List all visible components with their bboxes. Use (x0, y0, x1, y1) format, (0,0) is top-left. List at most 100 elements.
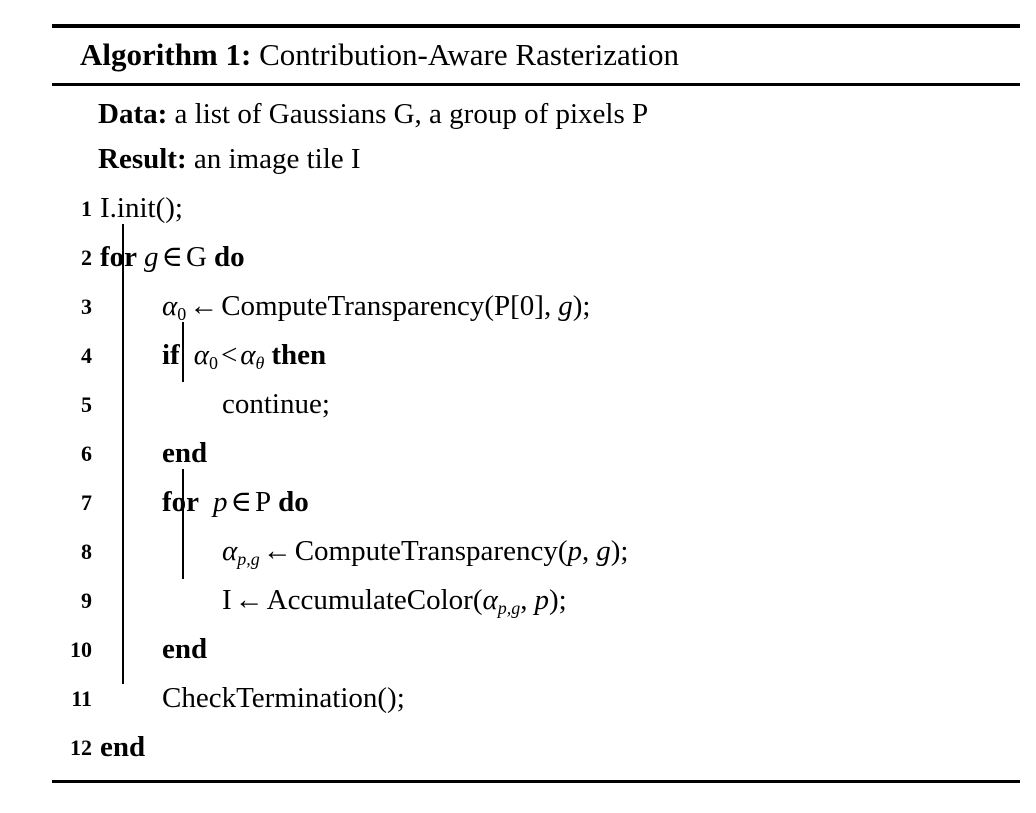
variable-p: p (213, 486, 228, 518)
io-value-result: an image tile I (193, 143, 361, 175)
keyword-end: end (162, 633, 208, 665)
io-line-data: Data: a list of Gaussians G, a group of … (52, 92, 1020, 137)
keyword-if: if (162, 339, 180, 371)
indent-guide-for-body (182, 469, 184, 579)
paren-close: ) (610, 535, 621, 567)
code-statement-end-inner-for: end (162, 625, 207, 674)
argument-g: g (596, 535, 611, 567)
code-row: 3 α0←ComputeTransparency(P[0],g); (52, 282, 1020, 331)
keyword-then: then (271, 339, 327, 371)
paren-open: ( (472, 584, 483, 616)
subscript-pg: p,g (237, 549, 260, 570)
set-P: P (255, 486, 272, 518)
argument-p0: P[0] (494, 290, 544, 322)
paren-open: ( (557, 535, 568, 567)
keyword-end: end (162, 437, 208, 469)
semicolon: ; (620, 535, 629, 567)
top-rule (52, 24, 1020, 28)
io-value-data: a list of Gaussians G, a group of pixels… (174, 98, 649, 130)
indent-guide-outer (122, 224, 124, 684)
line-number: 8 (81, 539, 92, 564)
operator-assign: ← (234, 584, 264, 616)
code-statement-end-outer-for: end (100, 723, 145, 772)
line-number: 1 (81, 196, 92, 221)
argument-p: p (534, 584, 549, 616)
caption-title: Contribution-Aware Rasterization (259, 37, 679, 72)
variable-g: g (144, 241, 159, 273)
code-statement-alpha-pg-assign: αp,g←ComputeTransparency(p,g); (222, 527, 628, 576)
init-call-text: I.init(); (100, 192, 183, 224)
variable-tile-I: I (222, 584, 232, 616)
argument-g: g (558, 290, 573, 322)
code-statement-init: I.init(); (100, 184, 183, 233)
code-row: 12 end (52, 723, 1020, 772)
function-accumulate-color: AccumulateColor (266, 584, 473, 616)
paren-open: ( (484, 290, 495, 322)
operator-assign: ← (189, 290, 219, 322)
line-number: 5 (81, 392, 92, 417)
keyword-end: end (100, 731, 146, 763)
subscript-zero: 0 (177, 304, 187, 325)
operator-element-of: ∈ (230, 486, 252, 518)
code-row: 11 CheckTermination(); (52, 674, 1020, 723)
keyword-do: do (213, 241, 245, 273)
keyword-for: for (162, 486, 200, 518)
line-number: 10 (70, 637, 92, 662)
function-check-termination: CheckTermination(); (162, 682, 405, 714)
line-number: 3 (81, 294, 92, 319)
caption-rule (52, 83, 1020, 86)
semicolon: ; (582, 290, 591, 322)
continue-statement: continue; (222, 388, 330, 420)
subscript-zero: 0 (208, 353, 218, 374)
line-number: 12 (70, 735, 92, 760)
keyword-do: do (278, 486, 309, 518)
caption-label: Algorithm 1: (80, 37, 252, 72)
semicolon: ; (558, 584, 567, 616)
code-row: 9 I←AccumulateColor(αp,g,p); (52, 576, 1020, 625)
io-line-result: Result: an image tile I (52, 137, 1020, 182)
code-statement-check-termination: CheckTermination(); (162, 674, 405, 723)
code-statement-continue: continue; (222, 380, 330, 429)
variable-alpha: α (482, 584, 498, 616)
line-number: 4 (81, 343, 92, 368)
paren-close: ) (572, 290, 583, 322)
io-key-result: Result: (98, 143, 187, 175)
subscript-pg: p,g (497, 598, 521, 619)
comma: , (543, 290, 552, 322)
indent-guide-if-body (182, 322, 184, 382)
line-number: 11 (71, 686, 92, 711)
code-statement-end-if: end (162, 429, 207, 478)
algorithm-block: Algorithm 1: Contribution-Aware Rasteriz… (52, 24, 1020, 783)
operator-less-than: < (220, 339, 238, 371)
algorithm-caption: Algorithm 1: Contribution-Aware Rasteriz… (52, 28, 1020, 83)
line-number: 6 (81, 441, 92, 466)
variable-alpha: α (240, 339, 256, 371)
comma: , (582, 535, 590, 567)
code-statement-alpha0-assign: α0←ComputeTransparency(P[0],g); (162, 282, 590, 331)
variable-alpha: α (193, 339, 209, 371)
comma: , (520, 584, 528, 616)
io-key-data: Data: (98, 98, 168, 130)
keyword-for: for (100, 241, 138, 273)
line-number: 7 (81, 490, 92, 515)
bottom-rule (52, 780, 1020, 783)
code-statement-accumulate-color: I←AccumulateColor(αp,g,p); (222, 576, 567, 625)
subscript-theta: θ (255, 353, 265, 374)
code-row: 6 end (52, 429, 1020, 478)
line-number: 9 (81, 588, 92, 613)
paren-close: ) (548, 584, 559, 616)
function-compute-transparency: ComputeTransparency (221, 290, 485, 322)
code-row: 1 I.init(); (52, 184, 1020, 233)
code-row: 5 continue; (52, 380, 1020, 429)
operator-element-of: ∈ (161, 241, 183, 273)
line-number: 2 (81, 245, 92, 270)
code-row: 8 αp,g←ComputeTransparency(p,g); (52, 527, 1020, 576)
argument-p: p (567, 535, 583, 567)
